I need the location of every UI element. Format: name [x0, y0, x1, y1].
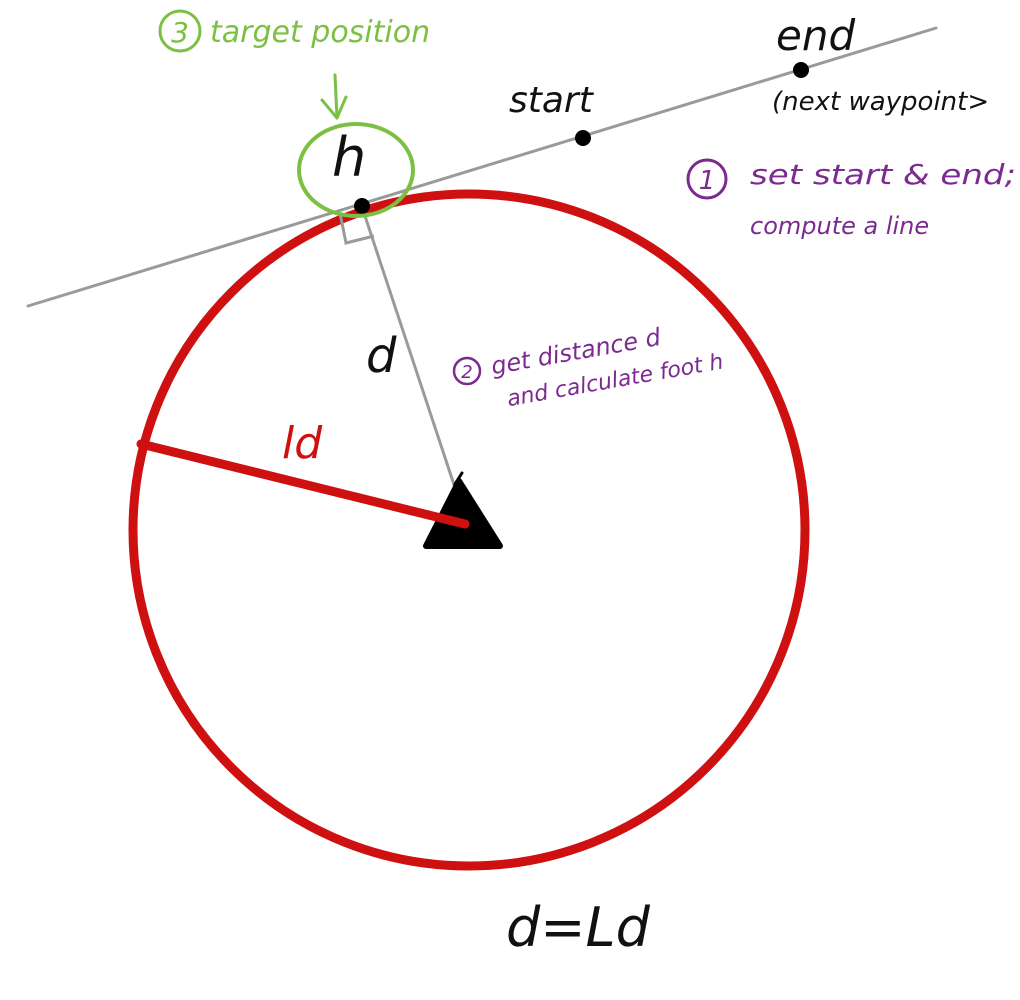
end-point [793, 62, 809, 78]
ld-label: ld [282, 418, 323, 469]
step1-line1: set start & end; [750, 158, 1016, 191]
step1-number-badge [686, 158, 728, 200]
h-label: h [332, 126, 366, 189]
path-line [26, 26, 938, 308]
lookahead-circle [128, 189, 810, 871]
target-number-badge [158, 9, 202, 53]
start-label: start [509, 80, 595, 121]
step1-number: 1 [699, 166, 716, 196]
target-position-label: target position [210, 15, 430, 50]
foot-point-h [354, 198, 370, 214]
right-angle-marker [338, 212, 375, 245]
start-point [575, 130, 591, 146]
d-label: d [366, 328, 397, 384]
step2-number-badge [452, 356, 482, 386]
next-waypoint-label: (next waypoint> [772, 87, 989, 117]
step2-number: 2 [461, 362, 472, 383]
vehicle-triangle-icon [423, 478, 503, 549]
target-number: 3 [171, 16, 189, 49]
lookahead-radius [136, 439, 470, 529]
arrow-down-icon [320, 73, 348, 120]
end-label: end [776, 11, 855, 60]
equation-label: d=Ld [506, 896, 651, 959]
vehicle-heading-tick [453, 471, 464, 486]
step1-line2: compute a line [750, 212, 929, 240]
distance-line [360, 205, 471, 532]
target-highlight-circle [297, 122, 415, 218]
